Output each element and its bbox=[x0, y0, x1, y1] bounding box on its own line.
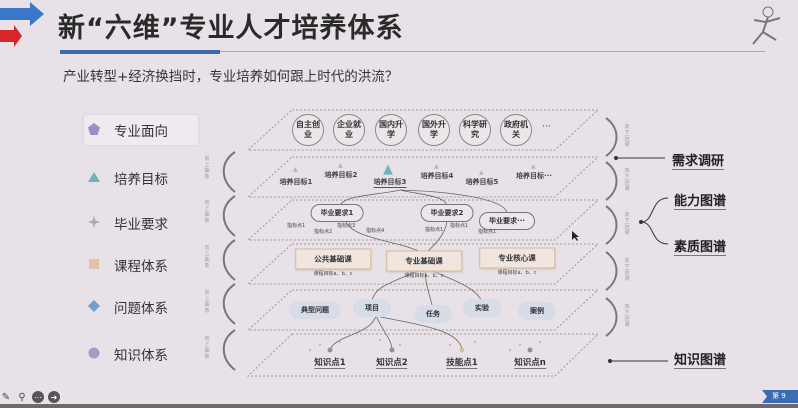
layer-label-goals: 培养目标 bbox=[114, 172, 168, 188]
triangle-icon bbox=[88, 172, 100, 182]
problem-pill: 案例 bbox=[518, 302, 556, 320]
problem-pill: 实验 bbox=[463, 299, 501, 317]
diamond-icon bbox=[88, 300, 100, 312]
layer-label-problems: 问题体系 bbox=[114, 301, 168, 317]
triangle-icon: ▲ bbox=[531, 163, 536, 170]
up-label: 向上抽象 bbox=[204, 156, 210, 180]
knowledge-point: 知识点1 bbox=[314, 358, 346, 369]
bottom-bar bbox=[0, 404, 798, 408]
down-label: 向下回溯 bbox=[624, 304, 630, 328]
course-box: 公共基础课 bbox=[295, 248, 371, 270]
annotation-quality: 素质图谱 bbox=[674, 236, 727, 256]
orientation-item: 自主创业 bbox=[292, 114, 324, 146]
star-icon bbox=[88, 216, 100, 228]
indicator: 指标点1 bbox=[425, 227, 444, 233]
indicator: 指标点1 bbox=[450, 223, 469, 229]
header-arrows bbox=[0, 2, 44, 47]
orientation-item: 政府机关 bbox=[500, 114, 532, 146]
subtitle: 产业转型+经济换挡时，专业培养如何跟上时代的洪流？ bbox=[63, 69, 399, 85]
presentation-toolbar: ✎ ⚲ ⋯ ➜ bbox=[0, 391, 60, 403]
title-accent-line bbox=[60, 50, 220, 54]
indicator: 指标点2 bbox=[314, 229, 333, 235]
search-icon[interactable]: ⚲ bbox=[18, 391, 26, 403]
highlight-box bbox=[84, 115, 198, 145]
pentagon-icon bbox=[88, 123, 100, 135]
course-goals: 课程目标a、b、c bbox=[313, 271, 353, 277]
layer-label-requirements: 毕业要求 bbox=[114, 217, 168, 233]
triangle-icon: ▲ bbox=[434, 163, 439, 170]
problem-pill: 项目 bbox=[353, 299, 391, 317]
indicator: 指标点1 bbox=[287, 223, 306, 229]
orientation-item: 国外升学 bbox=[418, 114, 450, 146]
target-item: 培养目标5 bbox=[465, 178, 499, 186]
knowledge-point: 知识点n bbox=[514, 358, 546, 369]
skill-point: 技能点1 bbox=[446, 358, 478, 369]
indicator: 指标点3 bbox=[337, 223, 356, 229]
annotation-knowledge: 知识图谱 bbox=[674, 349, 727, 369]
annotation-ability: 能力图谱 bbox=[674, 190, 727, 210]
mouse-cursor-icon bbox=[572, 231, 579, 241]
target-item: 培养目标2 bbox=[324, 171, 358, 179]
course-box: 专业基础课 bbox=[386, 250, 462, 272]
annotation-demand: 需求调研 bbox=[672, 150, 725, 170]
page-title: 新“六维”专业人才培养体系 bbox=[58, 13, 404, 44]
layer-label-orientation: 专业面向 bbox=[114, 124, 168, 140]
target-item-highlighted: 培养目标3 bbox=[373, 178, 407, 188]
course-goals: 课程目标a、b、c bbox=[497, 270, 537, 276]
pen-icon[interactable]: ✎ bbox=[1, 391, 11, 403]
down-label: 向下回溯 bbox=[624, 168, 630, 192]
indicator: 指标点1 bbox=[478, 229, 497, 235]
requirement-pill: 毕业要求1 bbox=[310, 204, 364, 222]
title-divider bbox=[220, 51, 765, 52]
target-item: 培养目标1 bbox=[279, 178, 313, 186]
course-box: 专业核心课 bbox=[479, 247, 555, 269]
down-label: 向下回溯 bbox=[624, 258, 630, 282]
circle-icon bbox=[88, 347, 100, 359]
square-icon bbox=[89, 259, 99, 269]
up-label: 向上抽象 bbox=[204, 200, 210, 224]
target-item: 培养目标··· bbox=[516, 172, 552, 180]
course-goals: 课程目标a、b、c bbox=[404, 273, 444, 279]
triangle-icon: ▲ bbox=[383, 162, 393, 177]
up-label: 向上抽象 bbox=[204, 245, 210, 269]
triangle-icon: ▲ bbox=[338, 162, 343, 169]
down-label: 向下回溯 bbox=[624, 212, 630, 236]
problem-pill: 典型问题 bbox=[289, 301, 341, 319]
orientation-more: ··· bbox=[542, 122, 551, 132]
triangle-icon: ▲ bbox=[293, 166, 298, 173]
page-number-badge: 第 9 bbox=[762, 390, 798, 403]
orientation-item: 科学研究 bbox=[459, 114, 491, 146]
knowledge-point: 知识点2 bbox=[376, 358, 408, 369]
down-label: 向下回溯 bbox=[624, 124, 630, 148]
up-label: 向上抽象 bbox=[204, 290, 210, 314]
orientation-item: 企业就业 bbox=[333, 114, 365, 146]
orientation-item: 国内升学 bbox=[375, 114, 407, 146]
requirement-pill: 毕业要求2 bbox=[420, 204, 474, 222]
layer-label-courses: 课程体系 bbox=[114, 259, 168, 275]
next-arrow-icon[interactable]: ➜ bbox=[48, 391, 60, 403]
layer-label-knowledge: 知识体系 bbox=[114, 348, 168, 364]
requirement-pill: 毕业要求··· bbox=[479, 212, 535, 230]
up-label: 向上抽象 bbox=[204, 336, 210, 360]
triangle-icon: ▲ bbox=[479, 169, 484, 176]
indicator: 指标点4 bbox=[366, 228, 385, 234]
more-icon[interactable]: ⋯ bbox=[32, 391, 44, 403]
problem-pill: 任务 bbox=[414, 305, 452, 323]
runner-sketch-icon bbox=[752, 6, 781, 45]
target-item: 培养目标4 bbox=[420, 172, 454, 180]
